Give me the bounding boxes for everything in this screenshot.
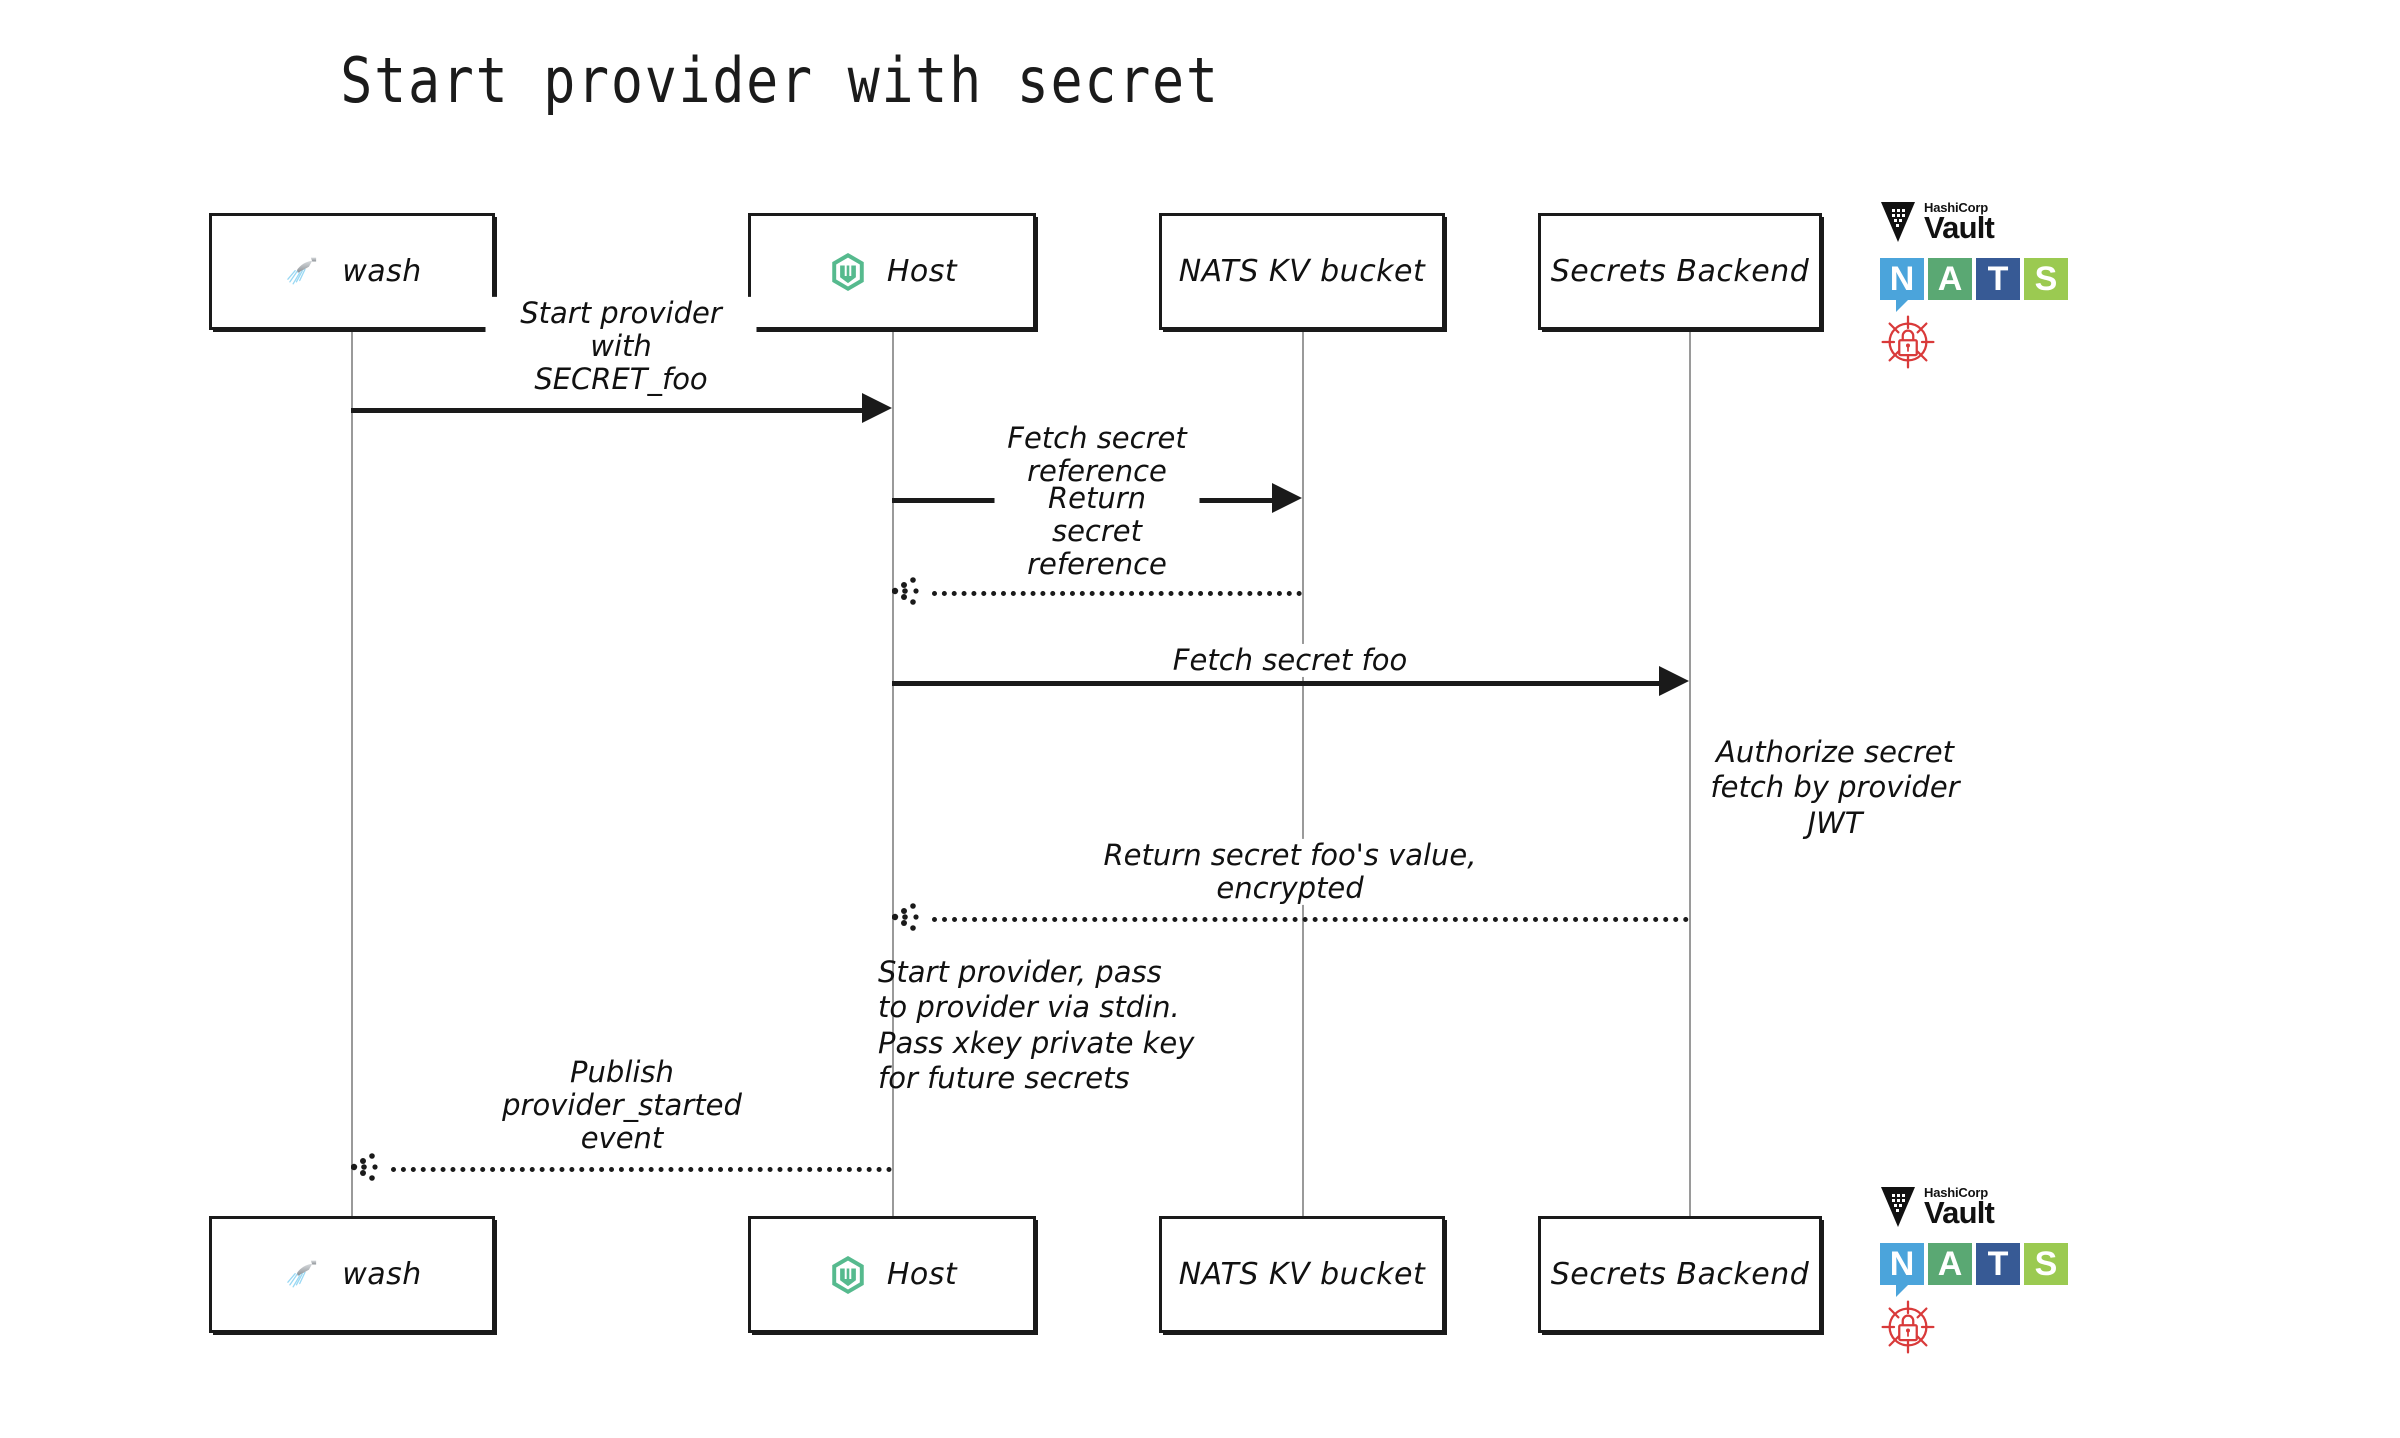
participant-label-host-bottom: Host xyxy=(886,1257,958,1292)
vault-vendor-label: HashiCorp xyxy=(1924,200,1988,215)
participant-box-natskv-top[interactable]: NATS KV bucket xyxy=(1159,213,1445,330)
message-line xyxy=(351,408,862,413)
message-label: Publish provider_started event xyxy=(487,1055,757,1155)
participant-label-backend-bottom: Secrets Backend xyxy=(1550,1257,1810,1292)
lifeline-wash xyxy=(351,330,353,1216)
page-title: Start provider with secret xyxy=(340,44,1220,117)
participant-box-wash-bottom[interactable]: wash xyxy=(209,1216,495,1333)
message-label: Return secret reference xyxy=(994,481,1200,581)
participant-label-host-top: Host xyxy=(886,254,958,289)
vault-product-label: Vault xyxy=(1924,210,1995,245)
nats-letter-a: A xyxy=(1937,260,1963,298)
message-label: Fetch secret reference xyxy=(997,421,1197,488)
message-label: Return secret foo's value, encrypted xyxy=(1093,838,1487,905)
participant-label-natskv-top: NATS KV bucket xyxy=(1178,254,1426,289)
vault-vendor-label: HashiCorp xyxy=(1924,1185,1988,1200)
nats-square-s: S xyxy=(2024,258,2068,300)
lifeline-natskv xyxy=(1302,330,1304,1216)
message-line xyxy=(892,681,1659,686)
nats-speech-tail-icon xyxy=(1896,1284,1909,1297)
participant-box-wash-top[interactable]: wash xyxy=(209,213,495,330)
nats-letter-n: N xyxy=(1889,260,1915,298)
nats-square-n: N xyxy=(1880,1243,1924,1285)
nats-logo-icon: N A T S xyxy=(1880,258,2110,312)
note-authorize-secret-fetch: Authorize secret fetch by provider JWT xyxy=(1710,735,1960,840)
note-start-provider-stdin: Start provider, pass to provider via std… xyxy=(878,955,1195,1096)
participant-box-backend-bottom[interactable]: Secrets Backend xyxy=(1538,1216,1822,1333)
arrowhead-right-icon xyxy=(1272,483,1302,513)
participant-box-natskv-bottom[interactable]: NATS KV bucket xyxy=(1159,1216,1445,1333)
message-line-dotted xyxy=(391,1167,892,1172)
nats-speech-tail-icon xyxy=(1896,299,1909,312)
nats-logo-icon: N A T S xyxy=(1880,1243,2110,1297)
lifeline-backend xyxy=(1689,330,1691,1216)
wasmcloud-hexagon-icon xyxy=(827,251,869,293)
nats-letter-s: S xyxy=(2034,260,2058,298)
participant-label-wash-bottom: wash xyxy=(342,1257,422,1292)
message-label: Start provider with SECRET_foo xyxy=(485,296,757,396)
vault-product-label: Vault xyxy=(1924,1195,1995,1230)
nats-letter-s: S xyxy=(2034,1245,2058,1283)
logo-stack-top: HashiCorp Vault N A T S xyxy=(1880,200,2110,370)
locked-crosshair-icon xyxy=(1880,314,1936,370)
message-line-dotted xyxy=(932,591,1302,596)
nats-square-a: A xyxy=(1928,1243,1972,1285)
wasmcloud-hexagon-icon xyxy=(827,1254,869,1296)
nats-letter-t: T xyxy=(1987,260,2009,298)
arrowhead-left-dotted-icon xyxy=(350,1150,385,1184)
vault-wordmark: HashiCorp Vault xyxy=(1924,1185,1995,1230)
message-label: Fetch secret foo xyxy=(1162,643,1418,677)
vault-triangle-icon xyxy=(1880,1185,1916,1229)
arrowhead-left-dotted-icon xyxy=(891,900,926,934)
participant-box-host-top[interactable]: Host xyxy=(748,213,1036,330)
nats-square-n: N xyxy=(1880,258,1924,300)
participant-box-backend-top[interactable]: Secrets Backend xyxy=(1538,213,1822,330)
arrowhead-right-icon xyxy=(1659,666,1689,696)
nats-letter-a: A xyxy=(1937,1245,1963,1283)
nats-square-s: S xyxy=(2024,1243,2068,1285)
nats-square-t: T xyxy=(1976,258,2020,300)
vault-triangle-icon xyxy=(1880,200,1916,244)
nats-letter-n: N xyxy=(1889,1245,1915,1283)
vault-logo: HashiCorp Vault xyxy=(1880,200,2110,248)
message-line-dotted xyxy=(932,917,1689,922)
participant-label-natskv-bottom: NATS KV bucket xyxy=(1178,1257,1426,1292)
arrowhead-right-icon xyxy=(862,393,892,423)
nats-letter-t: T xyxy=(1987,1245,2009,1283)
logo-stack-bottom: HashiCorp Vault N A T S xyxy=(1880,1185,2110,1355)
participant-label-backend-top: Secrets Backend xyxy=(1550,254,1810,289)
shower-icon xyxy=(282,1254,324,1296)
vault-wordmark: HashiCorp Vault xyxy=(1924,200,1995,245)
lifeline-host xyxy=(892,330,894,1216)
shower-icon xyxy=(282,251,324,293)
participant-label-wash-top: wash xyxy=(342,254,422,289)
arrowhead-left-dotted-icon xyxy=(891,574,926,608)
nats-square-a: A xyxy=(1928,258,1972,300)
nats-square-t: T xyxy=(1976,1243,2020,1285)
locked-crosshair-icon xyxy=(1880,1299,1936,1355)
vault-logo: HashiCorp Vault xyxy=(1880,1185,2110,1233)
participant-box-host-bottom[interactable]: Host xyxy=(748,1216,1036,1333)
